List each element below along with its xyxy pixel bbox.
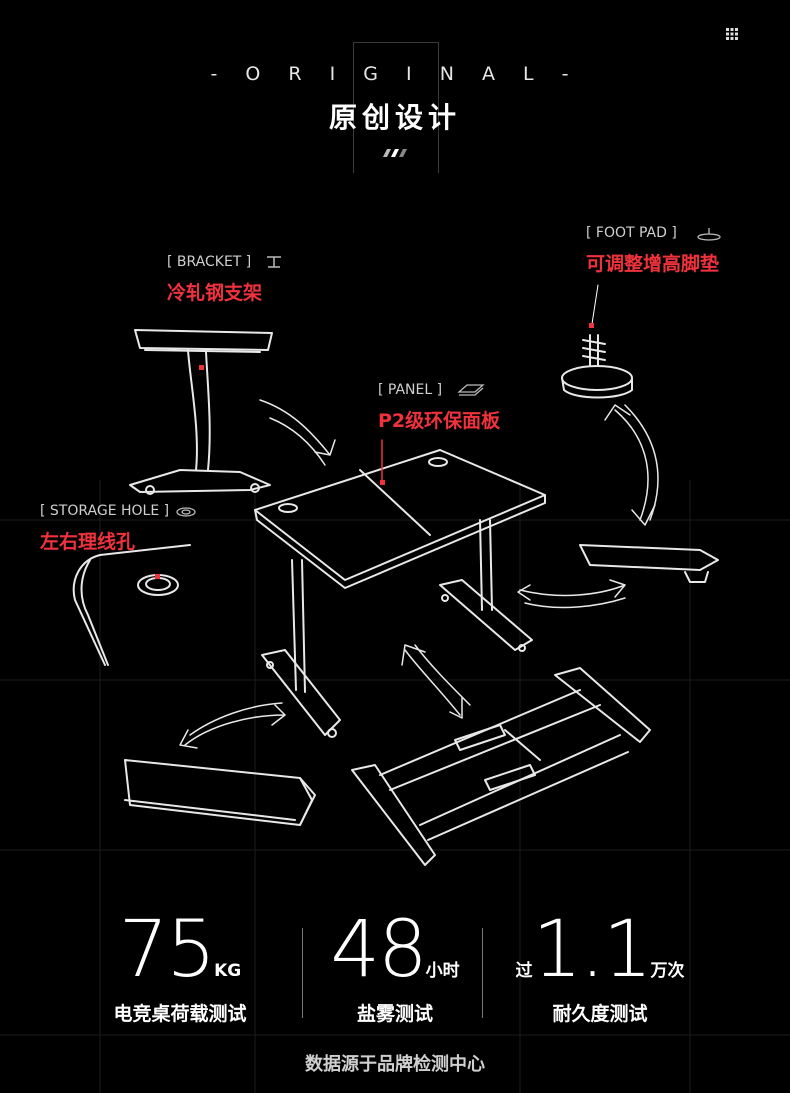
arrow-3 xyxy=(517,579,626,609)
stat-durability-label: 耐久度测试 xyxy=(552,1003,648,1025)
arrow-1 xyxy=(259,399,336,466)
footer-note: 数据源于品牌检测中心 xyxy=(305,1054,485,1075)
stat-divider xyxy=(482,928,483,1018)
header-subtitle: - O R I G I N A L - xyxy=(210,63,580,85)
bracket-icon xyxy=(267,256,281,268)
panel-icon xyxy=(457,384,485,396)
arrow-4 xyxy=(179,702,286,749)
tabletop-edge-sketch xyxy=(124,759,316,826)
stat-salt-spray-label: 盐雾测试 xyxy=(356,1003,433,1025)
frame-sketch xyxy=(351,667,651,866)
storage-hole-label-en: [ STORAGE HOLE ] xyxy=(40,503,170,519)
stat-durability-unit: 万次 xyxy=(650,961,685,981)
panel-label-en: [ PANEL ] xyxy=(378,382,443,398)
page-title: 原创设计 xyxy=(328,101,461,134)
foot-pad-label-en: [ FOOT PAD ] xyxy=(586,225,677,241)
stat-durability: 过 1.1 万次 耐久度测试 xyxy=(500,905,700,1035)
arrow-5 xyxy=(401,644,471,719)
stat-salt-spray-value: 48 xyxy=(330,905,427,995)
bracket-label-en: [ BRACKET ] xyxy=(167,254,252,270)
foot-pad-label-cn: 可调整增高脚垫 xyxy=(586,253,720,275)
foot-pad-icon xyxy=(697,228,721,241)
stat-durability-value: 1.1 xyxy=(532,905,652,995)
stat-salt-spray: 48 小时 盐雾测试 xyxy=(310,905,480,1035)
stat-load: 75 KG 电竞桌荷载测试 xyxy=(90,905,270,1035)
header-frame xyxy=(353,42,439,173)
storage-hole-icon xyxy=(176,507,196,517)
stat-divider xyxy=(302,928,303,1018)
storage-hole-label-cn: 左右理线孔 xyxy=(40,531,136,553)
bracket-sketch xyxy=(129,329,273,495)
menu-grid-icon[interactable] xyxy=(724,26,740,42)
stat-salt-spray-unit: 小时 xyxy=(425,961,460,981)
panel-label-cn: P2级环保面板 xyxy=(378,410,501,432)
stat-load-value: 75 xyxy=(118,905,216,995)
foot-pad-sketch xyxy=(561,284,633,399)
stat-durability-prefix: 过 xyxy=(515,961,533,981)
header-decoration-icon xyxy=(383,149,407,157)
stat-load-unit: KG xyxy=(214,961,242,981)
storage-hole-sketch xyxy=(72,544,191,666)
desk-sketch xyxy=(254,439,546,738)
stat-load-label: 电竞桌荷载测试 xyxy=(113,1003,247,1025)
leg-foot-sketch xyxy=(579,544,719,583)
arrow-2 xyxy=(604,404,659,526)
bracket-label-cn: 冷轧钢支架 xyxy=(167,282,263,304)
